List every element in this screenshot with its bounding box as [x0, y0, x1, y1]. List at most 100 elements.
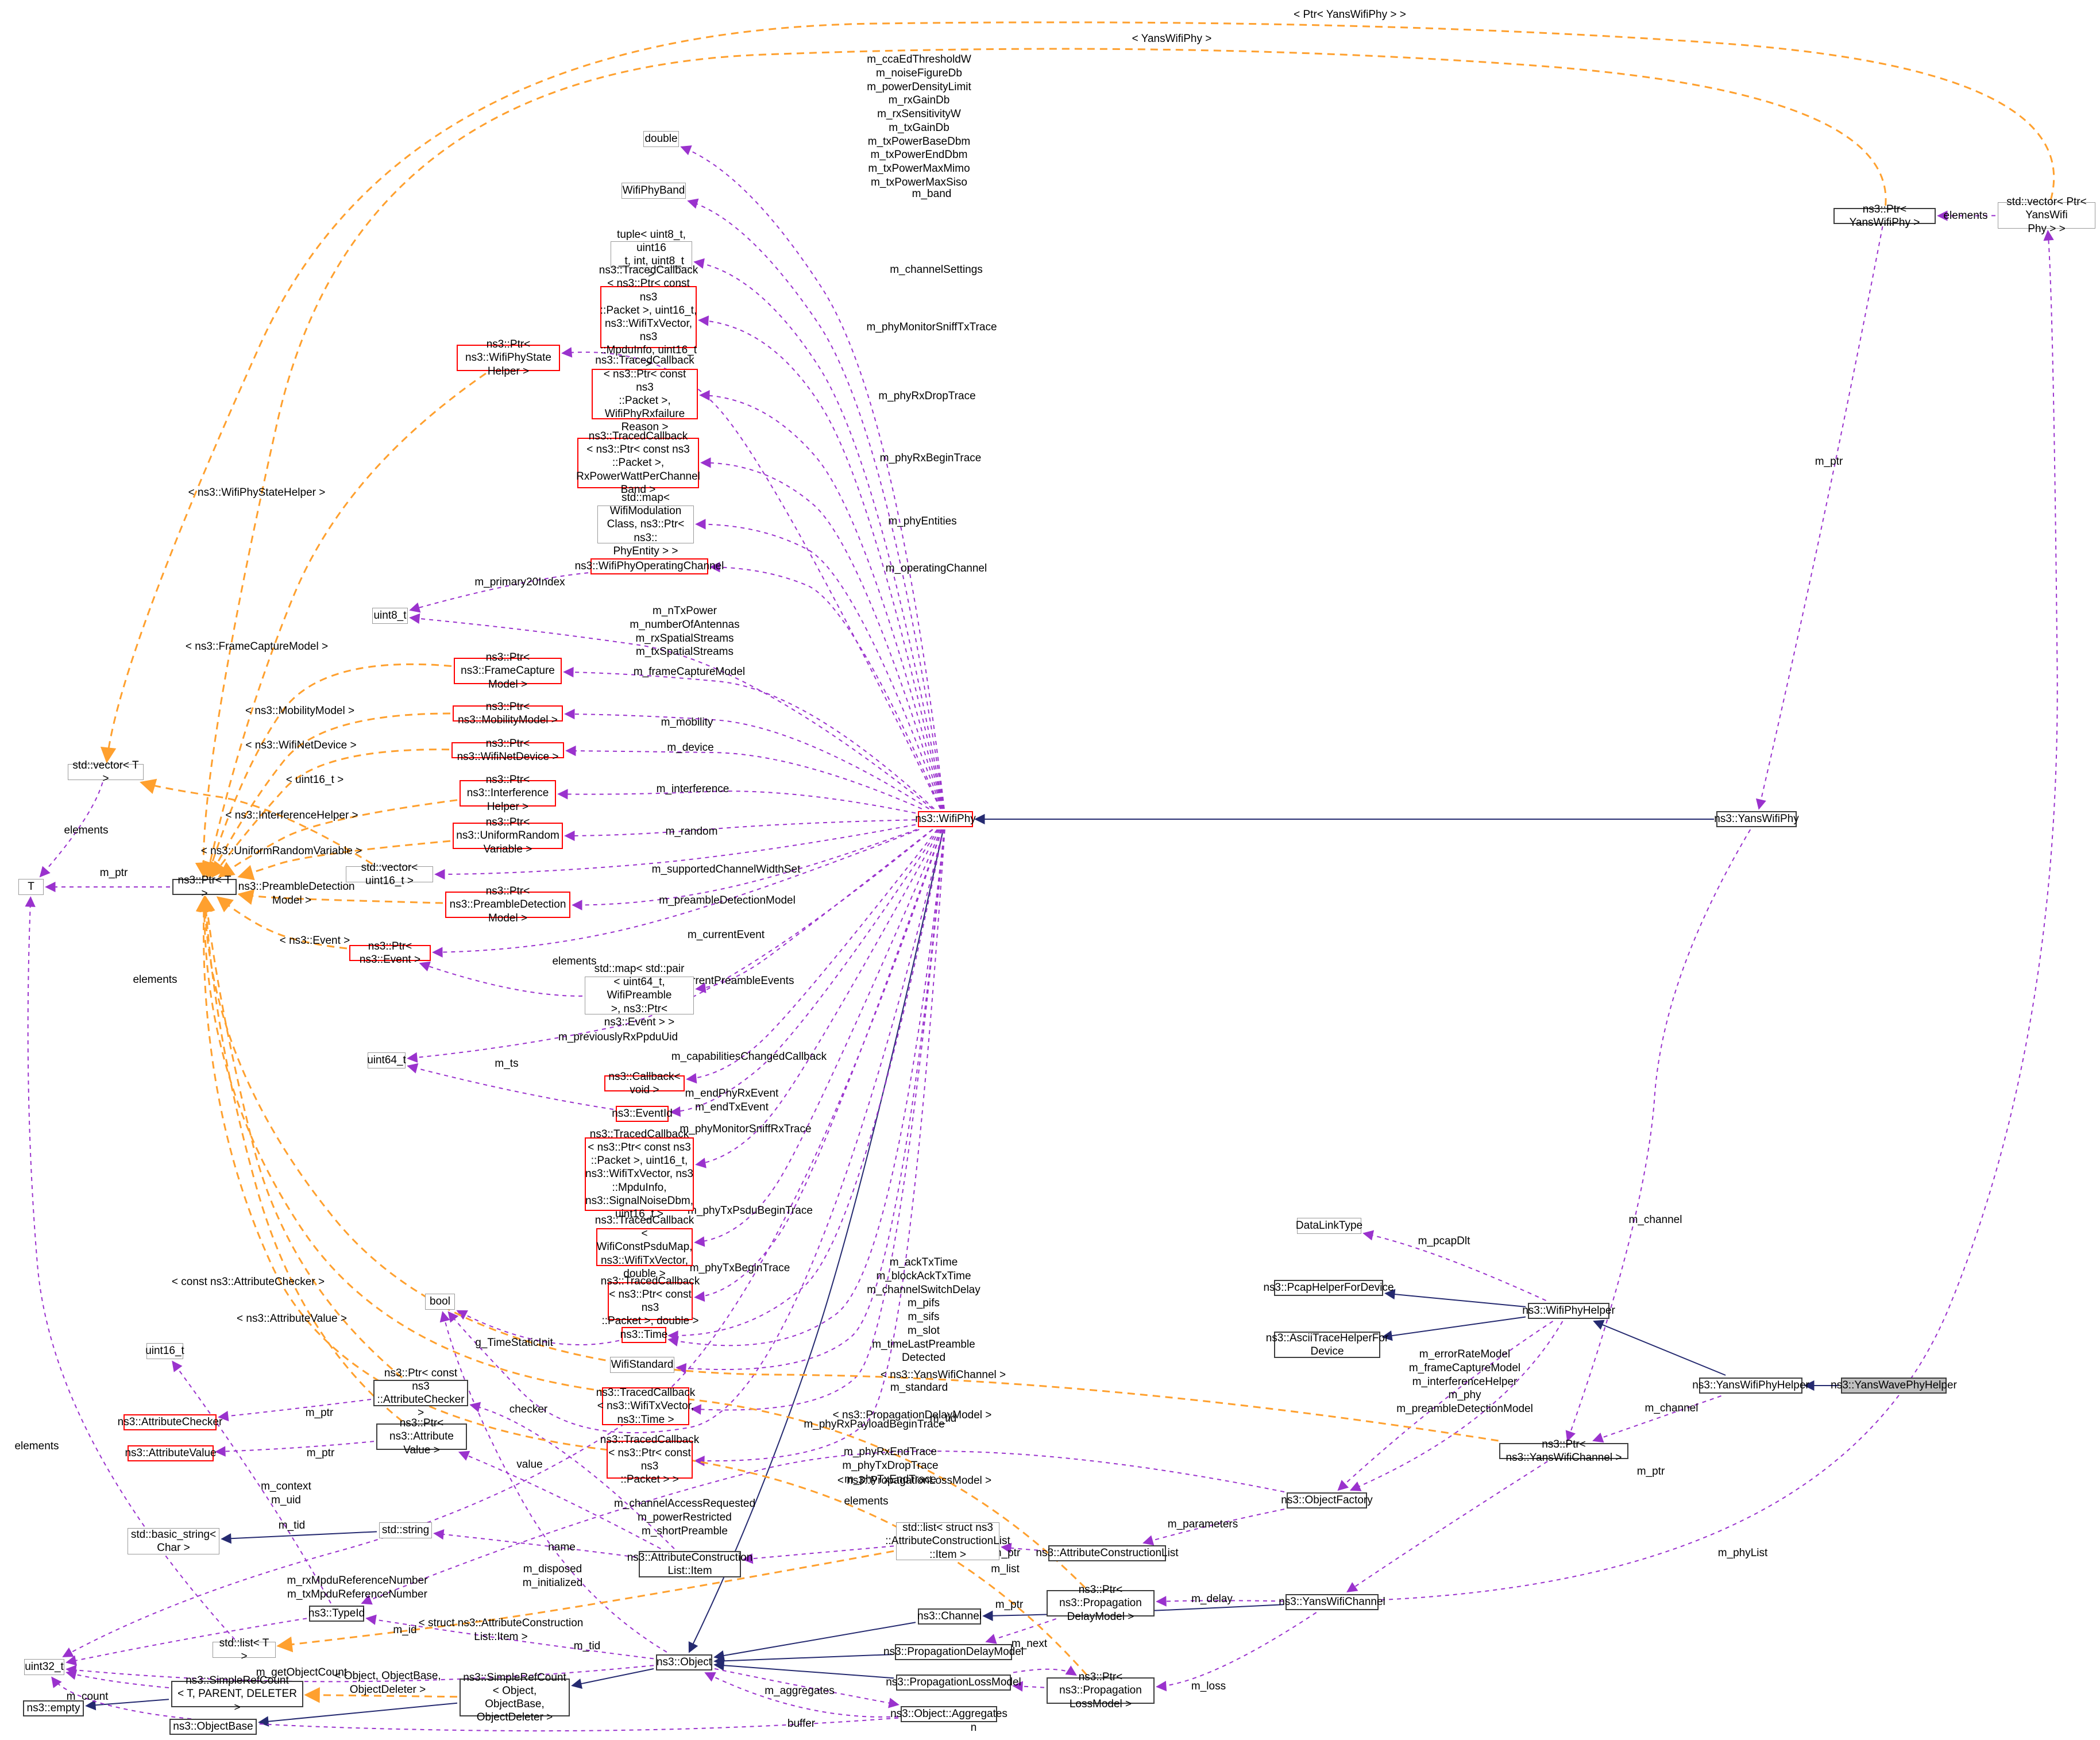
edge-srcT-uint32: [65, 1669, 169, 1689]
node-uint64[interactable]: uint64_t: [367, 1052, 406, 1068]
node-vecYansPhy[interactable]: std::vector< Ptr< YansWifi Phy > >: [1998, 196, 2095, 235]
node-ptrYansChannel[interactable]: ns3::Ptr< ns3::YansWifiChannel >: [1499, 1438, 1628, 1464]
node-propLossModel[interactable]: ns3::PropagationLossModel: [886, 1675, 1021, 1691]
node-ptrUniform[interactable]: ns3::Ptr< ns3::UniformRandom Variable >: [453, 816, 563, 855]
edge-propLossModel-object: [713, 1660, 894, 1679]
edge-label-28: m_phyTxPsduBeginTrace: [688, 1205, 813, 1217]
node-uint32[interactable]: uint32_t: [24, 1659, 64, 1675]
node-uint8[interactable]: uint8_t: [372, 608, 408, 624]
node-PtrT[interactable]: ns3::Ptr< T >: [172, 874, 237, 900]
edge-wifiPhy-ptrStateHelper: [561, 347, 941, 809]
node-tcSniffRx[interactable]: ns3::TracedCallback < ns3::Ptr< const ns…: [585, 1128, 694, 1220]
edge-ptrPropLoss-propLossModel: [1012, 1681, 1045, 1692]
node-attrValue[interactable]: ns3::AttributeValue: [125, 1445, 217, 1461]
node-tcPktDouble[interactable]: ns3::TracedCallback < ns3::Ptr< const ns…: [600, 1275, 700, 1328]
edge-wifiPhy-ptrUniform: [564, 819, 916, 842]
node-time[interactable]: ns3::Time: [620, 1327, 667, 1343]
edge-label-81: m_channel: [1645, 1402, 1698, 1414]
node-yansChannel[interactable]: ns3::YansWifiChannel: [1279, 1594, 1385, 1610]
node-uint16[interactable]: uint16_t: [145, 1343, 184, 1359]
node-eventId[interactable]: ns3::EventId: [612, 1106, 673, 1122]
edge-label-66: elements: [844, 1495, 889, 1507]
node-ptrPropLoss[interactable]: ns3::Ptr< ns3::Propagation LossModel >: [1047, 1671, 1155, 1710]
node-objectBase[interactable]: ns3::ObjectBase: [169, 1719, 257, 1735]
node-tcRxDrop[interactable]: ns3::TracedCallback < ns3::Ptr< const ns…: [592, 354, 698, 433]
edge-label-29: m_phyTxBeginTrace: [689, 1262, 790, 1274]
edge-label-71: m_ptr: [995, 1599, 1024, 1611]
edge-label-13: m_frameCaptureModel: [633, 666, 746, 678]
node-propDelayModel[interactable]: ns3::PropagationDelayModel: [883, 1644, 1024, 1660]
node-yansWaveHelper[interactable]: ns3::YansWavePhyHelper: [1831, 1378, 1957, 1394]
edge-label-10: m_operatingChannel: [885, 562, 987, 574]
node-ptrNetDevice[interactable]: ns3::Ptr< ns3::WifiNetDevice >: [451, 738, 564, 763]
node-listT[interactable]: std::list< T >: [213, 1637, 276, 1662]
node-ptrInterference[interactable]: ns3::Ptr< ns3::Interference Helper >: [460, 774, 556, 813]
node-tcSniffTx[interactable]: ns3::TracedCallback < ns3::Ptr< const ns…: [599, 264, 698, 370]
node-tuple[interactable]: tuple< uint8_t, uint16 _t, int, uint8_t …: [611, 229, 692, 280]
node-channel[interactable]: ns3::Channel: [917, 1608, 982, 1625]
node-opChannel[interactable]: ns3::WifiPhyOperatingChannel: [575, 558, 724, 574]
node-wifiStandard[interactable]: WifiStandard: [610, 1357, 674, 1373]
edge-label-32: m_phyRxPayloadBeginTrace: [804, 1418, 945, 1430]
node-vectorT[interactable]: std::vector< T >: [68, 759, 144, 785]
node-ptrEvent[interactable]: ns3::Ptr< ns3::Event >: [349, 940, 431, 966]
node-attrChecker[interactable]: ns3::AttributeChecker: [118, 1414, 222, 1430]
node-vecUint16[interactable]: std::vector< uint16_t >: [346, 862, 433, 887]
node-stdString[interactable]: std::string: [379, 1522, 432, 1538]
node-wifiPhyHelper[interactable]: ns3::WifiPhyHelper: [1522, 1303, 1615, 1319]
edge-yansPhyHelper-wifiPhyHelper: [1593, 1320, 1726, 1376]
node-bool[interactable]: bool: [425, 1294, 455, 1310]
node-tcRxBegin[interactable]: ns3::TracedCallback < ns3::Ptr< const ns…: [576, 430, 700, 496]
edge-ptrInterference-PtrT: [218, 799, 458, 878]
edge-wifiPhy-time: [667, 829, 945, 1347]
node-double[interactable]: double: [643, 131, 679, 147]
node-tcPktOnly[interactable]: ns3::TracedCallback < ns3::Ptr< const ns…: [600, 1433, 700, 1486]
node-aggregates[interactable]: ns3::Object::Aggregates: [890, 1706, 1007, 1722]
node-T[interactable]: T: [18, 879, 44, 895]
edge-ptrYansPhy-PtrT: [195, 48, 1887, 878]
edge-wifiPhy-mapPair: [695, 829, 933, 993]
node-mapPair[interactable]: std::map< std::pair < uint64_t, WifiPrea…: [585, 963, 694, 1028]
edge-yansPhyHelper-ptrYansChannel: [1592, 1395, 1721, 1443]
node-srcT[interactable]: ns3::SimpleRefCount < T, PARENT, DELETER…: [171, 1675, 303, 1714]
node-typeId[interactable]: ns3::TypeId: [308, 1606, 365, 1622]
edge-label-26: m_endPhyRxEvent m_endTxEvent: [685, 1087, 779, 1113]
node-dataLinkType[interactable]: DataLinkType: [1296, 1218, 1362, 1234]
edge-wifiPhy-wifiPhyBand: [687, 198, 945, 809]
node-listItem[interactable]: std::list< struct ns3 ::AttributeConstru…: [885, 1522, 1010, 1561]
node-objectFactory[interactable]: ns3::ObjectFactory: [1281, 1492, 1373, 1508]
node-ptrPropDelay[interactable]: ns3::Ptr< ns3::Propagation DelayModel >: [1047, 1584, 1155, 1623]
edge-label-35: g_TimeStaticInit: [475, 1337, 553, 1349]
node-pcapHelper[interactable]: ns3::PcapHelperForDevice: [1263, 1280, 1394, 1296]
node-ptrPreamble[interactable]: ns3::Ptr< ns3::PreambleDetection Model >: [445, 885, 570, 924]
node-ptrYansPhy[interactable]: ns3::Ptr< YansWifiPhy >: [1833, 203, 1936, 229]
node-cbVoid[interactable]: ns3::Callback< void >: [604, 1071, 685, 1096]
node-tcPsdu[interactable]: ns3::TracedCallback < WifiConstPsduMap, …: [595, 1214, 694, 1280]
node-attrList[interactable]: ns3::AttributeConstructionList: [1036, 1545, 1179, 1561]
node-ptrStateHelper[interactable]: ns3::Ptr< ns3::WifiPhyState Helper >: [457, 338, 560, 377]
edge-yansWifiPhy-ptrYansChannel: [1565, 829, 1751, 1442]
node-attrItem[interactable]: ns3::AttributeConstruction List::Item: [627, 1551, 753, 1577]
edge-wifiPhy-time: [667, 829, 944, 1341]
node-wifiPhy[interactable]: ns3::WifiPhy: [915, 811, 976, 827]
node-asciiHelper[interactable]: ns3::AsciiTraceHelperFor Device: [1265, 1332, 1389, 1358]
node-wifiPhyBand[interactable]: WifiPhyBand: [621, 183, 686, 199]
node-basicString[interactable]: std::basic_string< Char >: [128, 1528, 219, 1554]
node-ptrAttrValue[interactable]: ns3::Ptr< ns3::Attribute Value >: [376, 1417, 467, 1456]
node-yansWifiPhy[interactable]: ns3::YansWifiPhy: [1714, 811, 1799, 827]
node-empty[interactable]: ns3::empty: [23, 1700, 84, 1716]
node-srcObj[interactable]: ns3::SimpleRefCount < Object, ObjectBase…: [460, 1672, 570, 1723]
edge-label-52: m_ptr: [306, 1447, 335, 1459]
node-object[interactable]: ns3::Object: [656, 1654, 712, 1670]
node-yansPhyHelper[interactable]: ns3::YansWifiPhyHelper: [1692, 1378, 1809, 1394]
edge-label-6: m_phyMonitorSniffTxTrace: [866, 321, 997, 333]
node-ptrMobility[interactable]: ns3::Ptr< ns3::MobilityModel >: [453, 701, 563, 726]
edge-label-77: m_loss: [1191, 1680, 1226, 1692]
node-ptrFrameCapture[interactable]: ns3::Ptr< ns3::FrameCapture Model >: [454, 651, 562, 690]
edge-label-18: m_supportedChannelWidthSet: [651, 863, 801, 875]
node-mapMod[interactable]: std::map< WifiModulation Class, ns3::Ptr…: [597, 492, 694, 557]
node-ptrConstChecker[interactable]: ns3::Ptr< const ns3 ::AttributeChecker >: [373, 1367, 468, 1419]
node-tcTxVecTime[interactable]: ns3::TracedCallback < ns3::WifiTxVector,…: [596, 1387, 696, 1426]
edge-label-64: n: [970, 1722, 977, 1734]
edge-label-19: m_preambleDetectionModel: [659, 894, 796, 906]
